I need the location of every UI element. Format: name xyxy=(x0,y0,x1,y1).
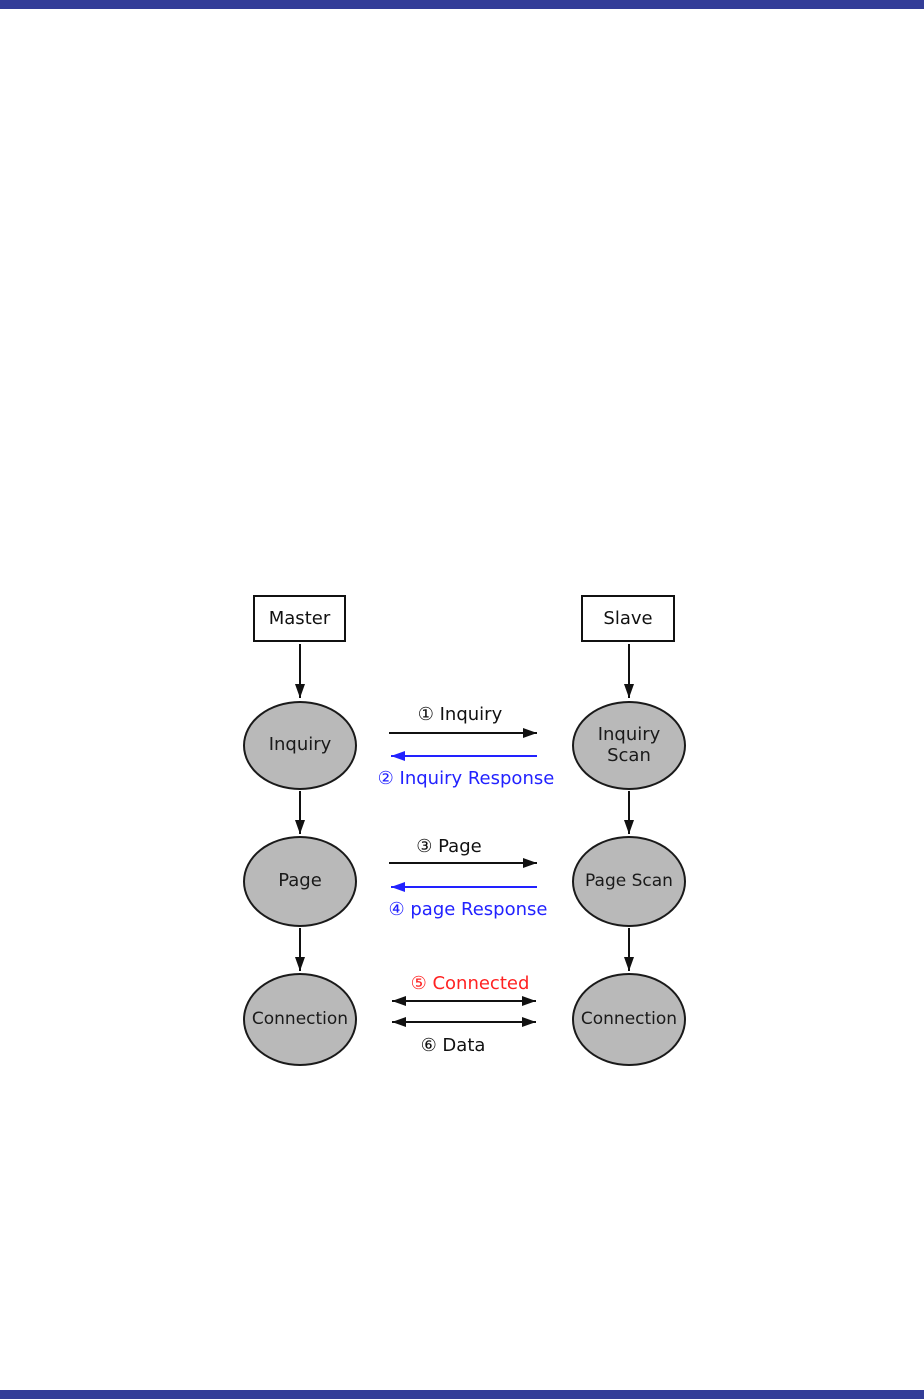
message-label-inquiry: ① Inquiry xyxy=(417,704,503,725)
state-connection-slave-label: Connection xyxy=(580,1008,678,1029)
message-label-page-response: ④ page Response xyxy=(388,899,548,920)
state-inquiry-label: Inquiry xyxy=(268,734,332,756)
master-box-label: Master xyxy=(268,608,331,629)
message-label-data: ⑥ Data xyxy=(420,1035,486,1056)
state-connection-slave: Connection xyxy=(572,973,686,1066)
bottom-border-bar xyxy=(0,1390,924,1399)
message-label-inquiry-response: ② Inquiry Response xyxy=(377,768,555,789)
state-inquiry-scan: Inquiry Scan xyxy=(572,701,686,790)
state-connection-master: Connection xyxy=(243,973,357,1066)
state-page-scan-label: Page Scan xyxy=(585,870,673,891)
top-border-bar xyxy=(0,0,924,9)
state-page-label: Page xyxy=(278,870,322,892)
master-box: Master xyxy=(253,595,346,642)
state-inquiry: Inquiry xyxy=(243,701,357,790)
state-page-scan: Page Scan xyxy=(572,836,686,927)
state-page: Page xyxy=(243,836,357,927)
state-connection-master-label: Connection xyxy=(251,1008,349,1029)
message-label-connected: ⑤ Connected xyxy=(410,973,530,994)
slave-box: Slave xyxy=(581,595,675,642)
slave-box-label: Slave xyxy=(603,608,653,629)
message-label-page: ③ Page xyxy=(416,836,482,857)
state-inquiry-scan-label: Inquiry Scan xyxy=(597,723,661,766)
